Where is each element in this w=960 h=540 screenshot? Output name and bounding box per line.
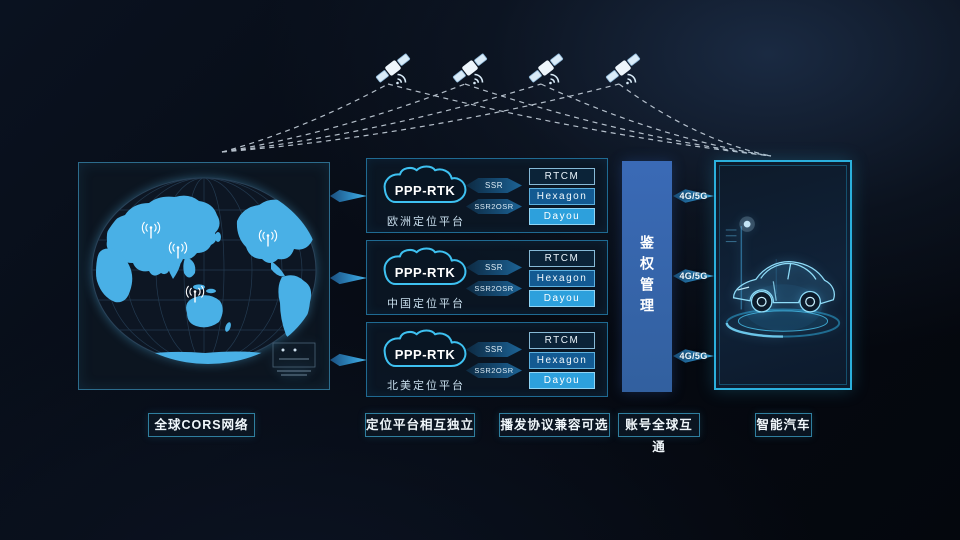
platform-block-north-america: PPP-RTK 北美定位平台 SSR SSR2OSR RTCM Hexagon …	[366, 322, 608, 397]
ssr2osr-label: SSR2OSR	[474, 284, 514, 293]
panel-inner-frame	[719, 165, 847, 385]
platform-name: 欧洲定位平台	[387, 216, 465, 228]
satellite-icon	[526, 53, 566, 86]
caption-account-global: 账号全球互通	[618, 413, 700, 454]
cors-map-panel	[78, 162, 330, 390]
satellite-icon	[373, 53, 413, 86]
cloud-icon	[383, 247, 467, 286]
ssr-label: SSR	[485, 181, 503, 190]
ssr-label: SSR	[485, 263, 503, 272]
protocol-dayou: Dayou	[529, 208, 595, 225]
link-arrow-icon: 4G/5G	[673, 268, 714, 284]
auth-management-bar: 鉴权管理	[622, 161, 672, 392]
cloud-label: PPP-RTK	[394, 347, 456, 362]
protocol-rtcm: RTCM	[529, 168, 595, 185]
ssr-label: SSR	[485, 345, 503, 354]
ssr2osr-arrow-icon: SSR2OSR	[466, 363, 522, 378]
caption-global-cors-network: 全球CORS网络	[148, 413, 255, 437]
satellite-icon	[450, 53, 490, 86]
cloud-label: PPP-RTK	[394, 265, 456, 280]
platform-block-europe: PPP-RTK 欧洲定位平台 SSR SSR2OSR RTCM Hexagon …	[366, 158, 608, 233]
smart-car-panel	[714, 160, 852, 390]
platform-name: 北美定位平台	[387, 380, 465, 392]
caption-smart-car: 智能汽车	[755, 413, 812, 437]
ssr-arrow-icon: SSR	[466, 178, 522, 193]
platform-block-china: PPP-RTK 中国定位平台 SSR SSR2OSR RTCM Hexagon …	[366, 240, 608, 315]
link-label: 4G/5G	[679, 271, 708, 281]
world-map	[91, 177, 317, 376]
map-legend	[272, 342, 316, 376]
protocol-rtcm: RTCM	[529, 332, 595, 349]
ssr2osr-label: SSR2OSR	[474, 366, 514, 375]
link-label: 4G/5G	[679, 191, 708, 201]
caption-protocols-compatible: 播发协议兼容可选	[499, 413, 610, 437]
protocol-hexagon: Hexagon	[529, 188, 595, 205]
link-label: 4G/5G	[679, 351, 708, 361]
ssr2osr-label: SSR2OSR	[474, 202, 514, 211]
hologram-car	[725, 216, 841, 338]
link-arrow-icon: 4G/5G	[673, 348, 714, 364]
link-arrow-icon: 4G/5G	[673, 188, 714, 204]
protocol-rtcm: RTCM	[529, 250, 595, 267]
satellite-icon	[603, 53, 643, 86]
ssr-arrow-icon: SSR	[466, 342, 522, 357]
ssr-arrow-icon: SSR	[466, 260, 522, 275]
cloud-label: PPP-RTK	[394, 183, 456, 198]
protocol-hexagon: Hexagon	[529, 352, 595, 369]
protocol-dayou: Dayou	[529, 290, 595, 307]
auth-management-label: 鉴权管理	[639, 234, 655, 319]
platform-name: 中国定位平台	[387, 298, 465, 310]
cloud-icon	[383, 329, 467, 368]
ssr2osr-arrow-icon: SSR2OSR	[466, 199, 522, 214]
cloud-icon	[383, 165, 467, 204]
ssr2osr-arrow-icon: SSR2OSR	[466, 281, 522, 296]
protocol-hexagon: Hexagon	[529, 270, 595, 287]
protocol-dayou: Dayou	[529, 372, 595, 389]
caption-platforms-independent: 定位平台相互独立	[365, 413, 475, 437]
